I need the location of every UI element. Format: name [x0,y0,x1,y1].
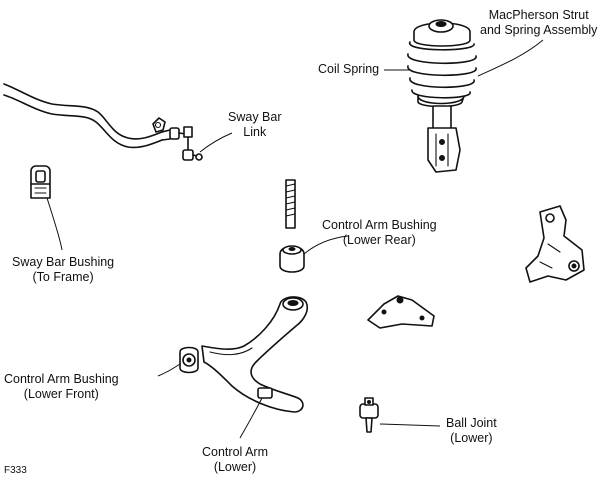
label-coil-spring: Coil Spring [318,62,380,76]
stud-bolt [285,179,296,229]
lower-control-arm [201,296,309,413]
steering-knuckle [525,205,585,283]
sway-bar-link [152,117,203,161]
label-sway-bar-link: Sway Bar Link [228,110,282,139]
label-control-arm-bushing-front: Control Arm Bushing (Lower Front) [4,372,119,401]
label-ball-joint: Ball Joint (Lower) [446,416,497,445]
label-control-arm: Control Arm (Lower) [202,445,268,474]
rear-control-arm-bushing [279,245,305,273]
leader-lines [46,39,544,439]
front-control-arm-bushing [179,346,199,374]
label-control-arm-bushing-rear: Control Arm Bushing (Lower Rear) [322,218,437,247]
label-macpherson-strut: MacPherson Strut and Spring Assembly [480,8,598,37]
figure-id: F333 [4,465,27,476]
mounting-bracket [367,295,435,329]
label-sway-bar-bushing: Sway Bar Bushing (To Frame) [12,255,115,284]
ball-joint [359,397,379,433]
macpherson-strut [407,19,477,173]
sway-bar-bushing [30,165,51,199]
sway-bar [3,83,171,149]
